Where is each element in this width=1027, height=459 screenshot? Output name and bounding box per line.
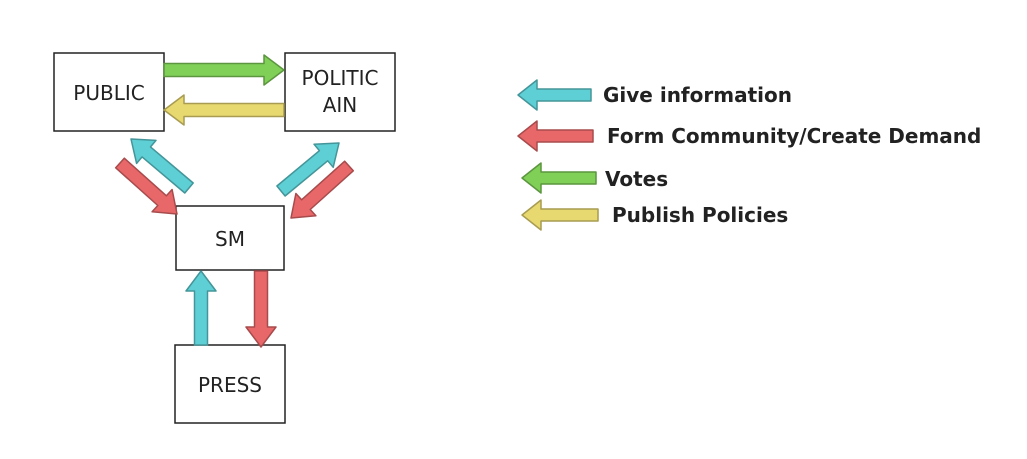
node-politician: POLITIC AIN: [284, 52, 396, 132]
legend-label-votes: Votes: [605, 167, 668, 191]
arrow-sm-to-press-community: [245, 270, 277, 348]
arrow-sm-to-public-information: [130, 138, 194, 194]
legend-label-publish-policies: Publish Policies: [612, 203, 788, 227]
legend-label-form-community: Form Community/Create Demand: [607, 124, 981, 148]
node-politician-label-line1: POLITIC: [302, 66, 379, 90]
legend-label-give-information: Give information: [603, 83, 792, 107]
legend-arrow-give-information-icon: [517, 79, 592, 111]
node-press-label: PRESS: [198, 373, 262, 397]
arrow-sm-to-politician-information: [276, 142, 340, 197]
node-public-label: PUBLIC: [73, 81, 144, 105]
legend: Give information Form Community/Create D…: [517, 79, 981, 231]
legend-item-form-community: Form Community/Create Demand: [517, 120, 981, 152]
legend-arrow-form-community-icon: [517, 120, 594, 152]
legend-arrow-give-information-icon-shape: [517, 79, 592, 111]
node-public: PUBLIC: [53, 52, 165, 132]
node-politician-label-line2: AIN: [323, 93, 358, 117]
arrow-press-to-sm-information: [185, 270, 217, 346]
legend-arrow-publish-policies-icon-shape: [521, 199, 599, 231]
legend-item-votes: Votes: [521, 162, 668, 194]
node-press: PRESS: [174, 344, 286, 424]
arrow-public-to-sm-community: [114, 157, 178, 215]
node-sm: SM: [175, 205, 285, 271]
legend-arrow-votes-icon-shape: [521, 162, 597, 194]
legend-item-give-information: Give information: [517, 79, 792, 111]
legend-arrow-publish-policies-icon: [521, 199, 599, 231]
arrow-public-to-politician-votes: [163, 54, 285, 86]
legend-arrow-votes-icon: [521, 162, 597, 194]
arrow-politician-to-public-policies: [163, 94, 285, 126]
legend-arrow-form-community-icon-shape: [517, 120, 594, 152]
node-sm-label: SM: [215, 227, 245, 251]
legend-item-publish-policies: Publish Policies: [521, 199, 788, 231]
diagram-arrows: [114, 54, 355, 348]
arrow-politician-to-sm-demand: [290, 160, 355, 219]
